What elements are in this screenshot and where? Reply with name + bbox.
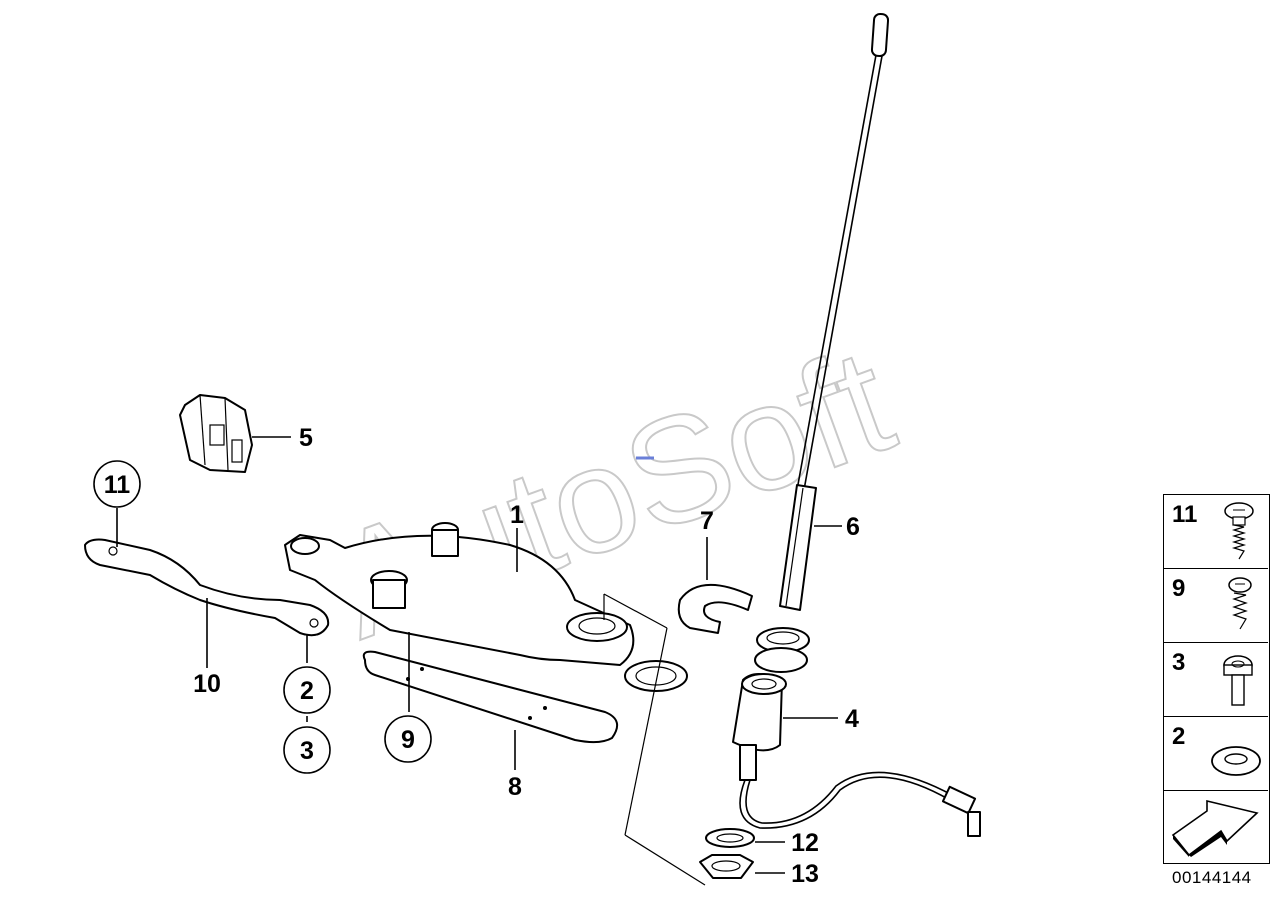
screw-long-icon <box>1224 502 1254 560</box>
callout-12: 12 <box>791 829 819 857</box>
washer-icon <box>1211 746 1261 776</box>
mast-grommet[interactable] <box>754 627 810 673</box>
legend-row-11: 11 <box>1164 495 1268 569</box>
callout-5: 5 <box>299 424 313 452</box>
parts-legend: 11 9 3 2 <box>1163 494 1270 864</box>
clip-ring[interactable] <box>677 584 753 634</box>
antenna-holder[interactable] <box>179 394 253 473</box>
callout-13: 13 <box>791 860 819 888</box>
callout-8: 8 <box>508 773 522 801</box>
callout-2-circled: 2 <box>283 666 331 714</box>
mounting-bracket[interactable] <box>284 522 635 666</box>
legend-label: 11 <box>1172 501 1198 528</box>
svg-text:11: 11 <box>104 471 131 499</box>
washer-12[interactable] <box>705 828 755 848</box>
callout-6: 6 <box>846 513 860 541</box>
washer[interactable] <box>624 660 688 692</box>
legend-row-9: 9 <box>1164 569 1268 643</box>
ground-strap[interactable] <box>84 538 330 637</box>
antenna-mast[interactable] <box>779 12 890 611</box>
legend-row-arrow <box>1164 791 1268 863</box>
legend-label: 2 <box>1172 723 1186 750</box>
svg-text:9: 9 <box>401 726 415 754</box>
callout-4: 4 <box>845 705 859 733</box>
nut-13[interactable] <box>699 854 754 879</box>
arrow-icon <box>1171 799 1259 857</box>
callout-3-circled: 3 <box>283 726 331 774</box>
legend-label: 9 <box>1172 575 1186 602</box>
assembly-lines <box>603 593 706 886</box>
svg-text:3: 3 <box>300 737 314 765</box>
callout-7: 7 <box>700 507 714 535</box>
bolt-icon <box>1223 655 1253 706</box>
leader-lines <box>116 436 842 874</box>
callout-9-circled: 9 <box>384 715 432 763</box>
diagram-number: 00144144 <box>1172 868 1252 887</box>
screw-tapping-icon <box>1228 577 1252 630</box>
callout-1: 1 <box>510 501 524 529</box>
callout-11-circled: 11 <box>93 460 141 508</box>
antenna-sleeve[interactable] <box>732 673 787 781</box>
callout-10: 10 <box>193 670 221 698</box>
antenna-cable <box>739 771 981 837</box>
legend-label: 3 <box>1172 649 1186 676</box>
legend-row-3: 3 <box>1164 643 1268 717</box>
svg-text:2: 2 <box>300 677 314 705</box>
legend-row-2: 2 <box>1164 717 1268 791</box>
